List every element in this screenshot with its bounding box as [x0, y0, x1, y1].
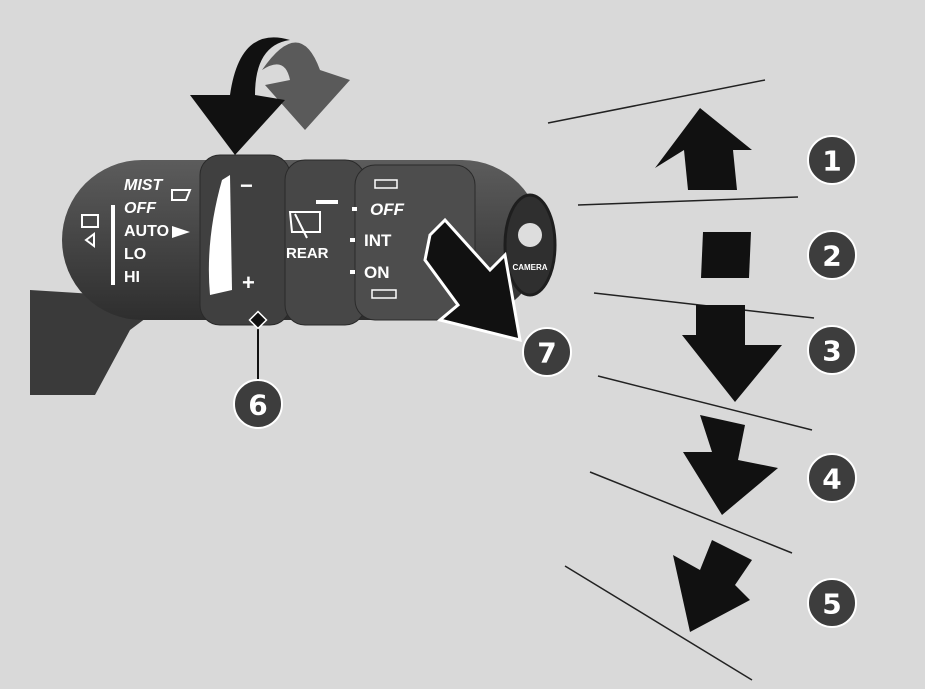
front-wiper-icon [171, 189, 192, 201]
rear-wiper-icon [288, 211, 321, 239]
svg-text:5: 5 [822, 588, 841, 621]
mist-up-arrow-icon [655, 108, 752, 190]
hi-down-arrow-icon [673, 540, 752, 632]
label-off: OFF [124, 200, 157, 217]
label-mist: MIST [124, 177, 163, 194]
ring-plus: + [242, 270, 255, 295]
svg-text:4: 4 [822, 463, 841, 496]
rear-wiper-ring[interactable] [284, 159, 366, 326]
callout-1: 1 [807, 135, 857, 185]
label-hi: HI [124, 269, 140, 286]
rear-washer-top-icon [374, 179, 398, 189]
svg-text:6: 6 [248, 389, 267, 422]
rear-label-on: ON [364, 263, 390, 282]
svg-text:3: 3 [822, 335, 841, 368]
rear-washer-bottom-icon [371, 289, 397, 299]
camera-label: CAMERA [512, 263, 547, 272]
rear-label: REAR [286, 245, 329, 262]
intermittent-scale [208, 175, 232, 295]
pull-arrow-icon[interactable] [423, 217, 522, 343]
speed-bar [111, 205, 115, 285]
svg-text:2: 2 [822, 240, 841, 273]
callout-6: 6 [233, 379, 283, 429]
washer-icon [81, 214, 99, 248]
camera-icon [518, 223, 542, 247]
off-square-icon [701, 232, 751, 278]
rotate-arrow-front-icon [190, 37, 290, 156]
callout-3: 3 [807, 325, 857, 375]
rotate-arrow-back-icon [262, 42, 350, 130]
callout-5: 5 [807, 578, 857, 628]
auto-pointer-icon [172, 226, 190, 238]
svg-text:1: 1 [822, 145, 841, 178]
label-auto: AUTO [124, 223, 169, 240]
callout-7: 7 [522, 327, 572, 377]
label-lo: LO [124, 246, 146, 263]
svg-text:7: 7 [537, 337, 556, 370]
lo-down-arrow-icon [683, 415, 778, 515]
rear-label-int: INT [364, 231, 392, 250]
auto-down-arrow-icon [682, 305, 782, 402]
ring-minus: − [240, 173, 253, 198]
rear-label-off: OFF [370, 200, 405, 219]
callout-4: 4 [807, 453, 857, 503]
callout-2: 2 [807, 230, 857, 280]
